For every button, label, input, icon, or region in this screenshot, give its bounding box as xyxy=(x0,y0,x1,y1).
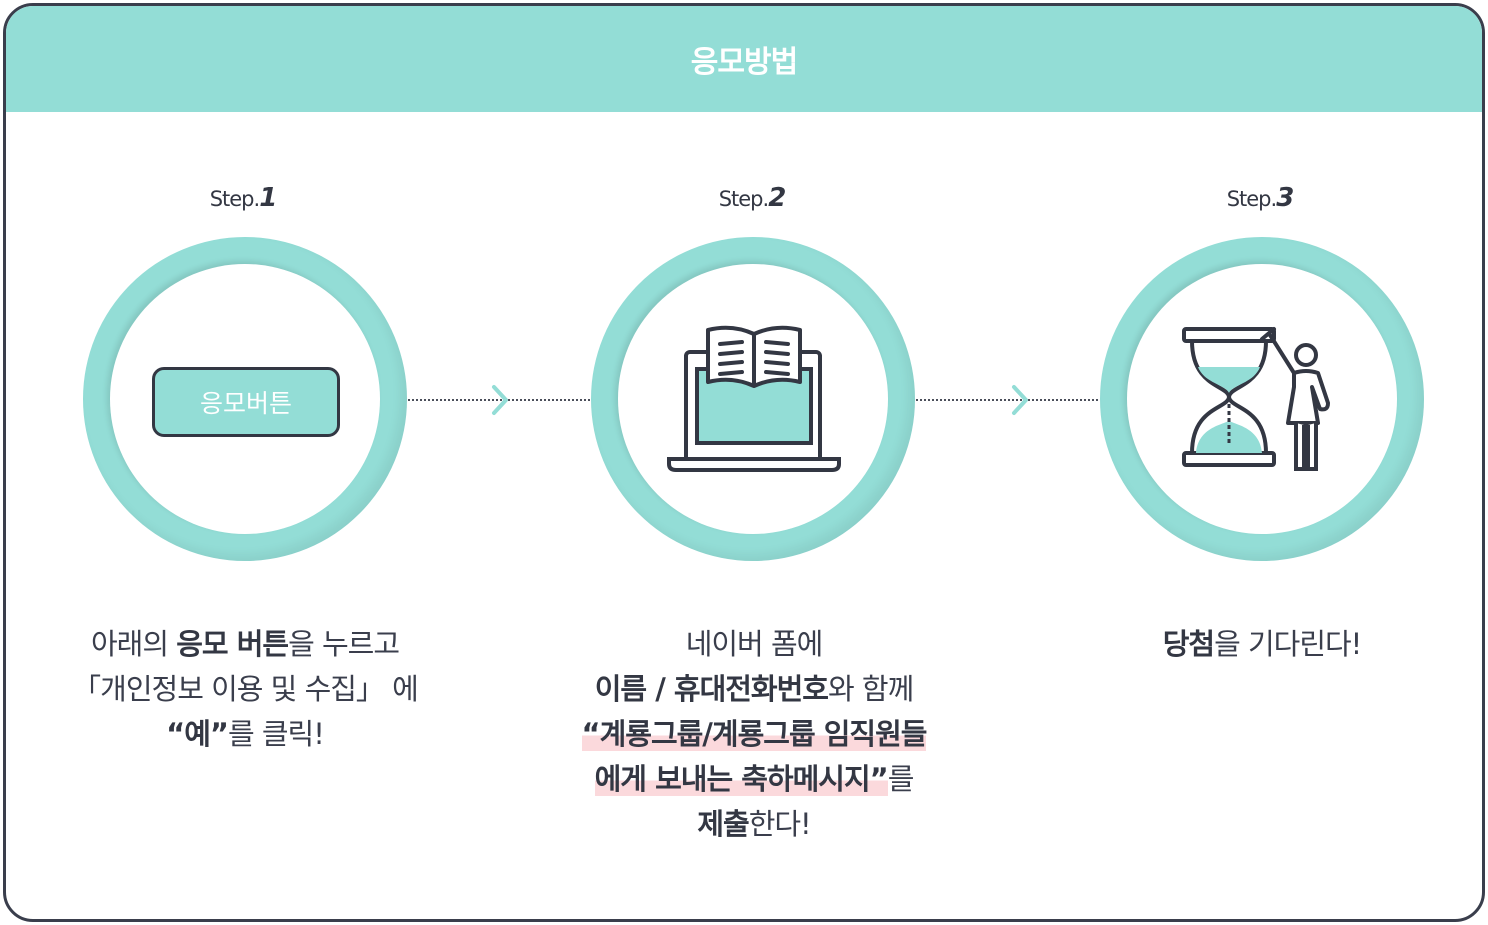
step-2-number: 2 xyxy=(768,183,786,213)
step-1-line-1: 아래의 응모 버튼을 누르고 xyxy=(90,627,400,661)
step-1-description: 아래의 응모 버튼을 누르고 「개인정보 이용 및 수집」 에 “예”를 클릭! xyxy=(45,622,445,757)
step-3-number: 3 xyxy=(1276,183,1294,213)
step-1-number: 1 xyxy=(259,183,277,213)
step-2-line-1: 네이버 폼에 xyxy=(685,627,824,661)
step-2-circle xyxy=(591,237,915,561)
step-3-description: 당첨을 기다린다! xyxy=(1062,622,1462,667)
laptop-book-icon xyxy=(667,325,841,472)
step-3-label: Step.3 xyxy=(1160,183,1360,213)
step-2-prefix: Step. xyxy=(718,187,769,211)
step-3-circle xyxy=(1100,237,1424,561)
step-2-line-5: 제출한다! xyxy=(697,807,811,841)
step-2-description: 네이버 폼에 이름 / 휴대전화번호와 함께 “계룡그룹/계룡그룹 임직원들 에… xyxy=(544,622,964,847)
step-1-prefix: Step. xyxy=(209,187,260,211)
step-2-line-4: 에게 보내는 축하메시지”를 xyxy=(594,762,914,796)
step-1-line-3: “예”를 클릭! xyxy=(166,717,325,751)
step-3-prefix: Step. xyxy=(1226,187,1277,211)
chevron-right-icon xyxy=(492,385,508,415)
connector-2 xyxy=(916,399,1098,401)
step-1-line-2: 「개인정보 이용 및 수집」 에 xyxy=(72,672,419,706)
connector-1 xyxy=(408,399,590,401)
apply-button[interactable]: 응모버튼 xyxy=(152,367,340,437)
chevron-right-icon xyxy=(1012,385,1028,415)
step-2-line-2: 이름 / 휴대전화번호와 함께 xyxy=(594,672,915,706)
hourglass-person-icon xyxy=(1182,327,1330,471)
step-3-line-1: 당첨을 기다린다! xyxy=(1162,627,1363,661)
step-2-line-3: “계룡그룹/계룡그룹 임직원들 xyxy=(581,717,927,751)
step-2-label: Step.2 xyxy=(652,183,852,213)
page-title: 응모방법 xyxy=(6,6,1482,112)
step-1-label: Step.1 xyxy=(143,183,343,213)
